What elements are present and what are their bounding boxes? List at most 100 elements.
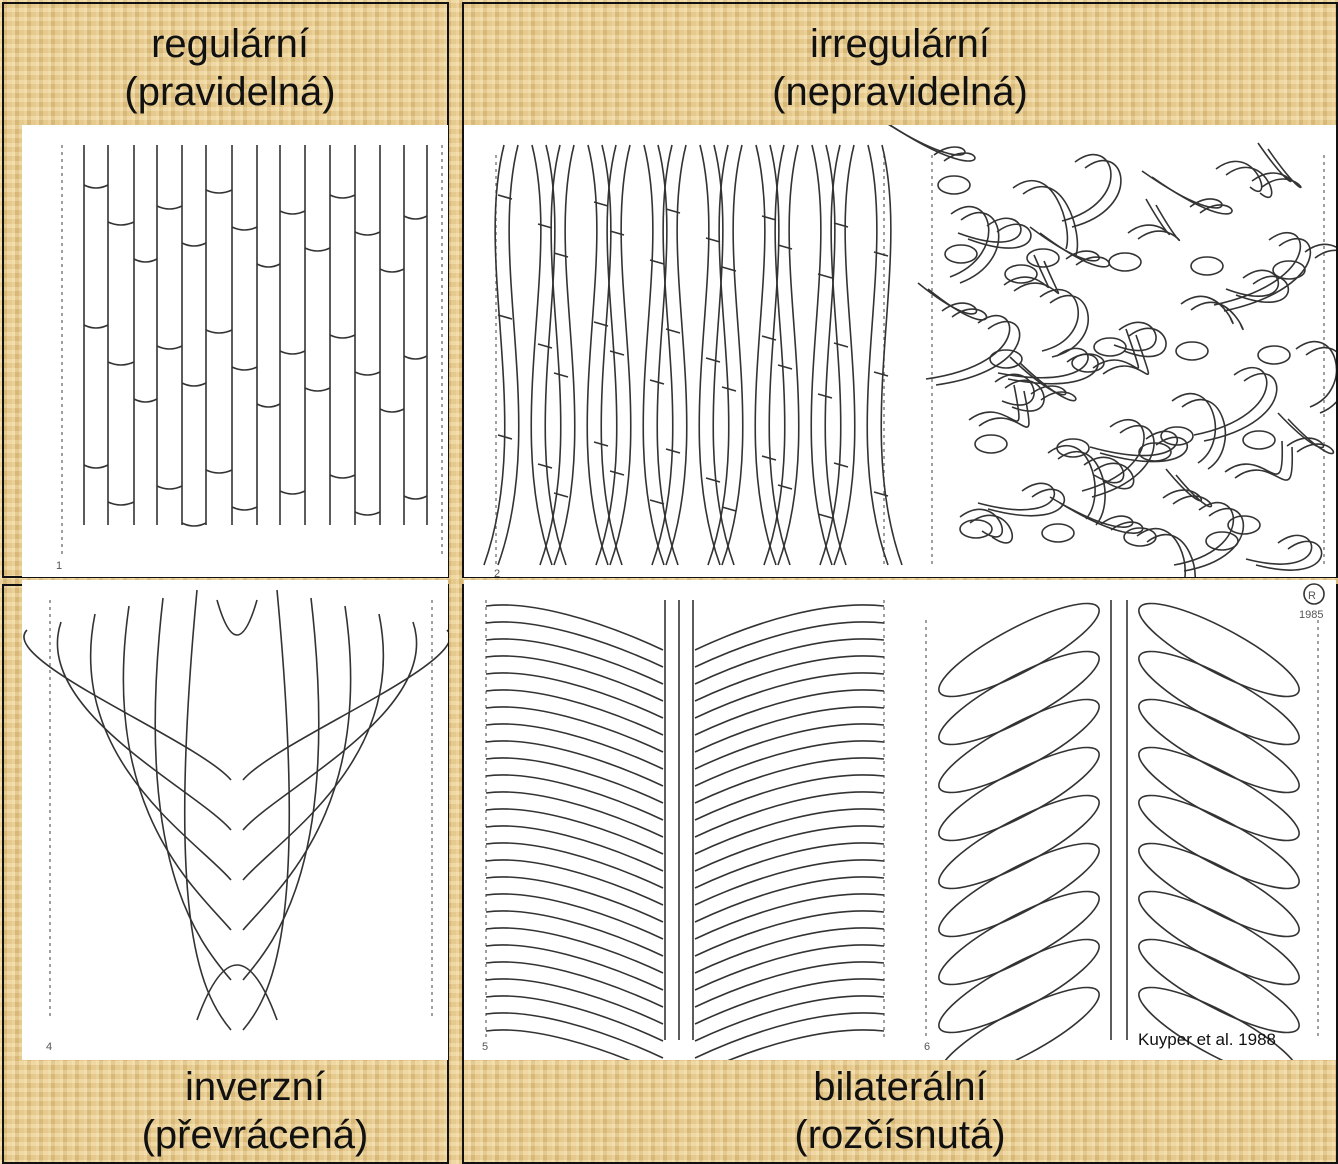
hypha-path xyxy=(355,512,380,515)
hypha-path xyxy=(123,606,231,930)
hypha-path xyxy=(695,928,884,973)
hypha-path xyxy=(486,826,663,871)
hypha-line xyxy=(818,394,832,398)
hypha-path xyxy=(1103,335,1148,374)
hypha-path xyxy=(486,690,663,735)
hypha-path xyxy=(695,741,884,786)
hypha-cell xyxy=(929,588,1109,711)
hypha-line xyxy=(706,358,720,362)
hypha-line xyxy=(818,514,832,518)
hypha-cell xyxy=(929,780,1109,903)
hypha-path xyxy=(280,351,305,354)
hypha-path xyxy=(330,475,355,478)
hypha-path xyxy=(695,809,884,854)
hypha-path xyxy=(108,222,134,225)
hypha-path xyxy=(1315,250,1336,275)
hypha-path xyxy=(134,259,157,262)
hypha-path xyxy=(988,489,1064,515)
hypha-path xyxy=(695,792,884,837)
hypha-path xyxy=(486,1030,663,1060)
hypha-path xyxy=(960,213,999,283)
hypha-path xyxy=(695,860,884,905)
hypha-path xyxy=(355,232,380,235)
hypha-loop xyxy=(1258,346,1290,364)
copyright-r: R xyxy=(1308,590,1316,602)
hypha-path xyxy=(1181,296,1233,323)
hypha-cell xyxy=(1129,732,1309,855)
hypha-cell xyxy=(1129,636,1309,759)
hypha-line xyxy=(834,343,848,347)
hypha-line xyxy=(610,471,624,475)
hypha-loop xyxy=(1042,524,1074,542)
hypha-path xyxy=(486,707,663,752)
hypha-path xyxy=(486,724,663,769)
hypha-path xyxy=(486,792,663,837)
title-irregular-line2: (nepravidelná) xyxy=(620,68,1180,116)
hypha-path xyxy=(486,860,663,905)
hypha-path xyxy=(486,809,663,854)
hypha-path xyxy=(243,630,448,780)
hypha-path xyxy=(695,775,884,820)
hypha-path xyxy=(486,928,663,973)
hypha-path xyxy=(874,125,965,155)
hypha-path xyxy=(695,826,884,871)
hypha-path xyxy=(134,399,157,402)
hypha-path xyxy=(1296,342,1336,407)
hypha-path xyxy=(1023,187,1077,255)
hypha-loop xyxy=(945,245,977,263)
hypha-path xyxy=(695,656,884,701)
hypha-path xyxy=(1172,394,1215,463)
hypha-path xyxy=(182,383,206,386)
hypha-loop xyxy=(1109,253,1141,271)
hypha-line xyxy=(834,463,848,467)
hypha-path xyxy=(280,211,305,214)
hypha-path xyxy=(486,979,663,1024)
hypha-path xyxy=(232,507,257,510)
hypha-path xyxy=(1191,302,1243,329)
hypha-path xyxy=(695,843,884,888)
hypha-path xyxy=(108,502,134,505)
hypha-path xyxy=(1225,441,1282,474)
hypha-path xyxy=(695,605,884,650)
hypha-cell xyxy=(929,636,1109,759)
hypha-path xyxy=(1246,535,1312,564)
title-irregular: irregulární (nepravidelná) xyxy=(620,20,1180,116)
title-regular: regulární (pravidelná) xyxy=(20,20,440,116)
hypha-line xyxy=(538,344,552,348)
title-bilateral-line2: (rozčísnutá) xyxy=(620,1111,1180,1159)
hypha-line xyxy=(538,464,552,468)
hypha-cell xyxy=(929,828,1109,951)
hypha-path xyxy=(257,264,280,267)
hypha-path xyxy=(1072,161,1121,227)
hypha-line xyxy=(610,351,624,355)
hypha-path xyxy=(881,145,902,565)
hypha-cell xyxy=(1129,828,1309,951)
panel-inverse: 4 xyxy=(22,580,448,1060)
hypha-path xyxy=(404,496,427,499)
hypha-loop xyxy=(1243,431,1275,449)
hypha-path xyxy=(157,346,182,349)
hypha-path xyxy=(486,877,663,922)
figure-number-4: 4 xyxy=(46,1041,52,1053)
hypha-path xyxy=(926,316,1010,379)
title-bilateral-line1: bilaterální xyxy=(620,1063,1180,1111)
hypha-cell xyxy=(1129,588,1309,711)
hypha-cell xyxy=(1129,876,1309,999)
hypha-cell xyxy=(929,924,1109,1047)
hypha-loop xyxy=(960,520,992,538)
figure-number-1: 1 xyxy=(56,560,62,572)
hypha-path xyxy=(486,894,663,939)
hypha-path xyxy=(695,1013,884,1058)
figure-number-2: 2 xyxy=(494,568,500,577)
hypha-path xyxy=(978,483,1054,509)
hypha-loop xyxy=(938,176,970,194)
hypha-path xyxy=(695,979,884,1024)
hypha-path xyxy=(960,509,1002,537)
hypha-path xyxy=(108,362,134,365)
hypha-path xyxy=(486,605,663,650)
hypha-line xyxy=(778,365,792,369)
irregular-hyphae-illustration: 23 xyxy=(464,125,1336,577)
hypha-path xyxy=(486,1013,663,1058)
hypha-path xyxy=(1152,177,1232,214)
hypha-line xyxy=(650,380,664,384)
